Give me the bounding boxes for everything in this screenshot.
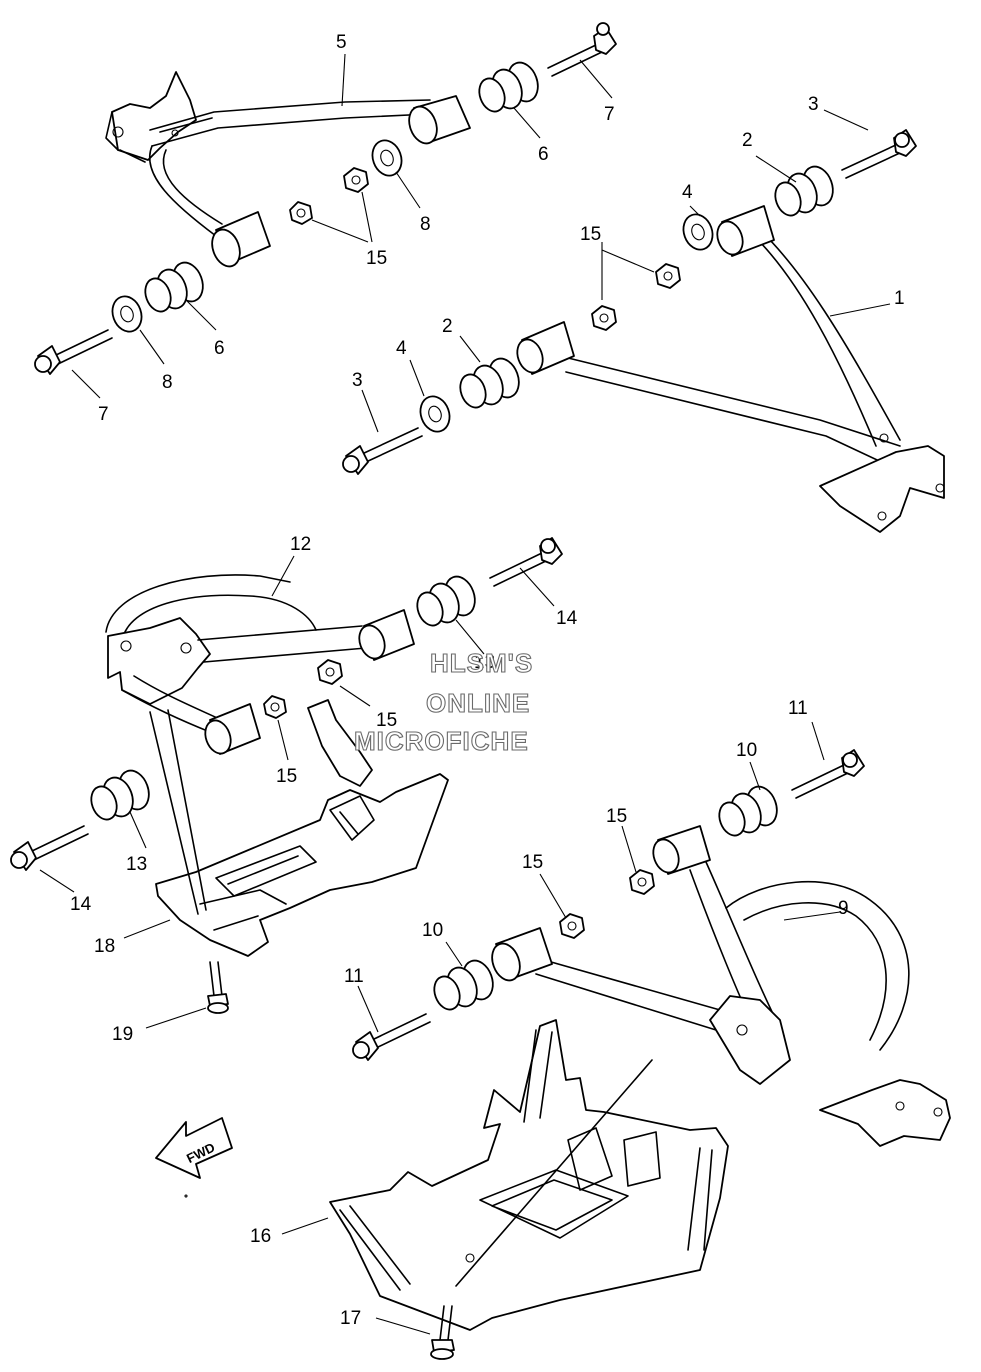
part-17-screw[interactable] (430, 1305, 455, 1360)
callout-13-upper: 13 (474, 652, 495, 673)
callout-5: 5 (336, 32, 347, 53)
part-1-upper-arm[interactable] (513, 205, 945, 533)
fwd-arrow-icon: FWD (155, 1117, 233, 1179)
part-14-bolt-upper[interactable] (489, 537, 563, 587)
callout-6-upper: 6 (538, 144, 549, 165)
callout-3-right: 3 (808, 94, 819, 115)
part-5-upper-arm[interactable] (105, 71, 471, 270)
part-11-bolt-lower[interactable] (352, 1013, 431, 1061)
part-19-screw[interactable] (207, 961, 229, 1014)
callout-15-low-b: 15 (522, 852, 543, 873)
callout-16: 16 (250, 1226, 271, 1247)
part-2-bushing-left[interactable] (456, 354, 524, 411)
callout-13-lower: 13 (126, 854, 147, 875)
part-15-nut-3[interactable] (655, 263, 681, 289)
part-15-nut-4[interactable] (591, 305, 617, 331)
part-6-bushing-lower[interactable] (141, 258, 208, 315)
watermark-line-3: MICROFICHE (354, 726, 529, 756)
callout-19: 19 (112, 1024, 133, 1045)
part-4-washer-left[interactable] (416, 392, 455, 435)
part-15-nut-7[interactable] (629, 869, 655, 895)
callout-8-lower: 8 (162, 372, 173, 393)
part-13-bushing-upper[interactable] (413, 572, 480, 629)
part-15-nut-5[interactable] (317, 659, 343, 685)
part-7-bolt-upper[interactable] (547, 22, 617, 77)
callout-17: 17 (340, 1308, 361, 1329)
part-14-bolt-lower[interactable] (10, 825, 89, 871)
part-11-bolt-upper[interactable] (791, 749, 865, 799)
callout-10-upper: 10 (736, 740, 757, 761)
part-3-bolt-right[interactable] (841, 129, 917, 179)
callout-4-left: 4 (396, 338, 407, 359)
part-18-guard[interactable] (149, 699, 449, 957)
callout-6-lower: 6 (214, 338, 225, 359)
part-10-bushing-upper[interactable] (715, 782, 782, 839)
callout-10-lower: 10 (422, 920, 443, 941)
part-12-lower-arm[interactable] (105, 574, 415, 757)
watermark: HLSM'S ONLINE MICROFICHE (353, 647, 533, 756)
callout-7-lower: 7 (98, 404, 109, 425)
callout-11-upper: 11 (788, 698, 808, 719)
part-13-bushing-lower[interactable] (87, 766, 154, 823)
callout-7-upper: 7 (604, 104, 615, 125)
callout-14-upper: 14 (556, 608, 578, 629)
callouts: 5 7 6 8 15 6 8 7 3 2 4 15 1 2 4 3 12 14 … (70, 32, 905, 1329)
part-2-bushing-right[interactable] (771, 162, 838, 219)
part-10-bushing-lower[interactable] (430, 956, 498, 1013)
callout-18: 18 (94, 936, 115, 957)
callout-15-upper: 15 (366, 248, 387, 269)
part-16-guard[interactable] (329, 1019, 729, 1331)
part-15-nut-6[interactable] (263, 695, 287, 719)
callout-12: 12 (290, 534, 311, 555)
callout-15-mid-a: 15 (376, 710, 397, 731)
callout-3-left: 3 (352, 370, 363, 391)
part-3-bolt-left[interactable] (342, 427, 423, 475)
callout-4-right: 4 (682, 182, 693, 203)
leader-lines (39, 53, 891, 1335)
callout-14-lower: 14 (70, 894, 92, 915)
callout-8-upper: 8 (420, 214, 431, 235)
callout-11-lower: 11 (344, 966, 364, 987)
callout-15-mid-b: 15 (276, 766, 297, 787)
callout-15-low-a: 15 (606, 806, 627, 827)
callout-2-right: 2 (742, 130, 753, 151)
callout-2-left: 2 (442, 316, 453, 337)
part-8-washer-lower[interactable] (108, 292, 147, 335)
part-9-lower-arm[interactable] (487, 825, 951, 1147)
callout-1: 1 (894, 288, 905, 309)
part-6-bushing-upper[interactable] (475, 58, 543, 115)
callout-15-right: 15 (580, 224, 601, 245)
watermark-line-2: ONLINE (426, 688, 530, 718)
part-4-washer-right[interactable] (679, 210, 718, 253)
part-15-nut-1[interactable] (343, 167, 369, 193)
watermark-line-1: HLSM'S (430, 648, 533, 678)
part-8-washer-upper[interactable] (368, 136, 407, 179)
part-15-nut-2[interactable] (289, 201, 313, 225)
part-7-bolt-lower[interactable] (34, 329, 113, 375)
part-15-nut-8[interactable] (559, 913, 585, 939)
callout-9: 9 (838, 898, 849, 919)
